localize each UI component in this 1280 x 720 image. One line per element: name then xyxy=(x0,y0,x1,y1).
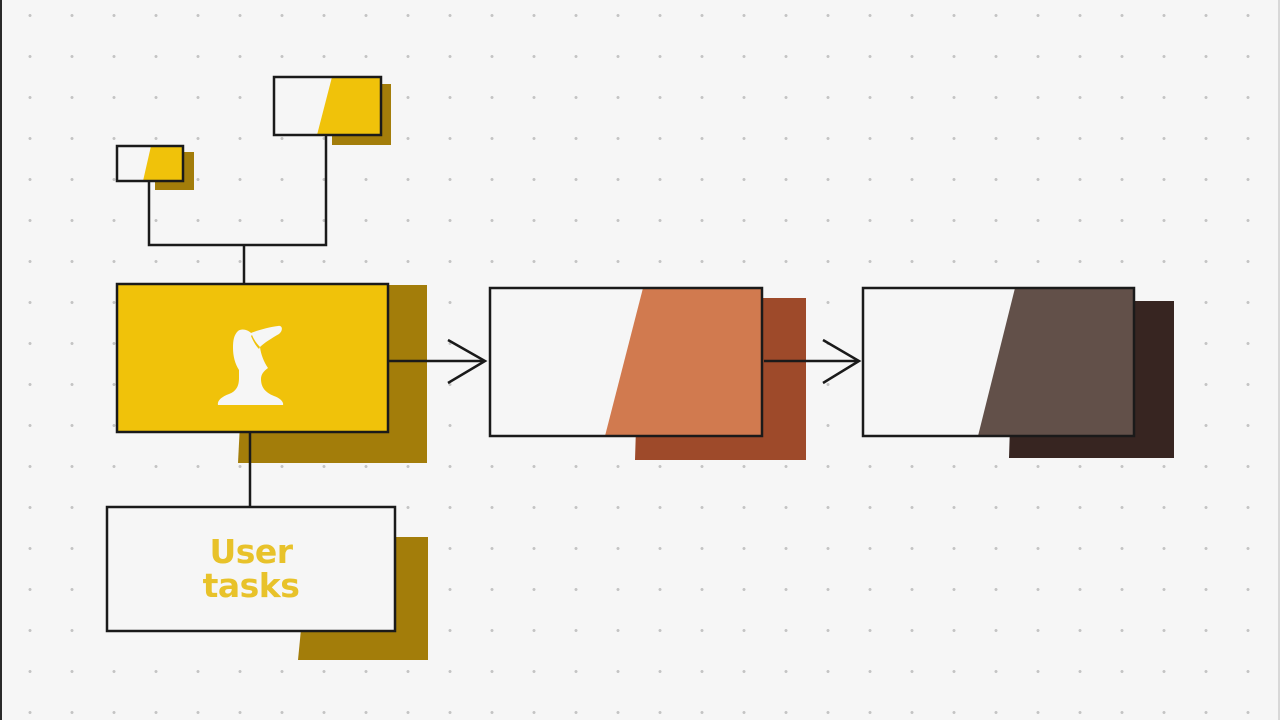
right-node-fill xyxy=(978,288,1134,436)
arrowhead-icon xyxy=(822,338,862,385)
arrowhead-icon xyxy=(447,338,488,385)
small-node-outline xyxy=(115,144,185,183)
top-node-outline xyxy=(272,75,383,137)
top-node-fill xyxy=(317,77,381,135)
arrow-user-to-middle xyxy=(388,338,488,385)
middle-node[interactable] xyxy=(488,286,806,460)
connector-small-node xyxy=(147,181,244,247)
user-tasks-box xyxy=(105,505,397,633)
right-node-outline xyxy=(861,286,1136,438)
connectors xyxy=(147,135,328,284)
middle-node-fill xyxy=(605,288,762,436)
arrow-middle-to-right xyxy=(764,338,862,385)
right-node[interactable] xyxy=(861,286,1174,458)
user-node[interactable] xyxy=(115,282,427,463)
small-node-fill xyxy=(143,146,183,181)
user-tasks-node[interactable] xyxy=(105,505,428,660)
small-node[interactable] xyxy=(115,144,194,190)
top-node[interactable] xyxy=(272,75,391,145)
connector-top-node xyxy=(244,135,328,247)
middle-node-outline xyxy=(488,286,764,438)
user-bust-icon-cap-notch xyxy=(251,335,260,349)
user-bust-icon xyxy=(217,325,284,405)
